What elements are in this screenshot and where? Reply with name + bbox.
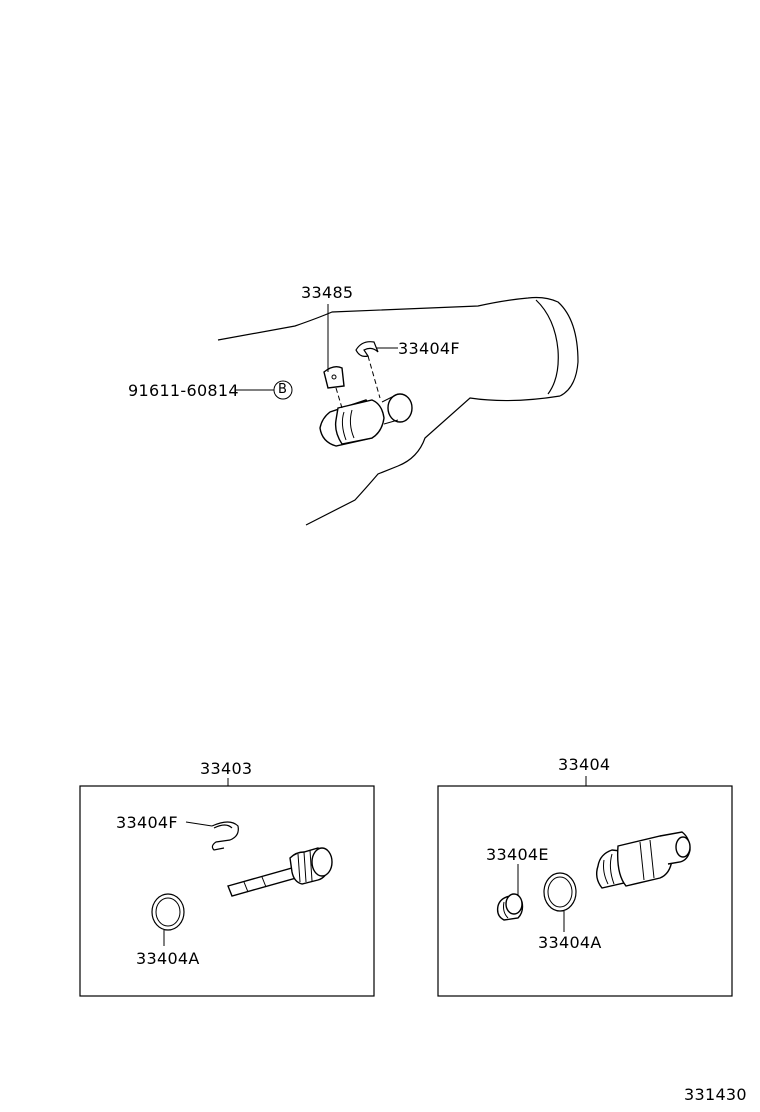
box-left-frame [79,785,375,997]
sleeve [496,893,524,921]
label-sleeve: 33404E [486,845,549,864]
box-left-title: 33403 [200,759,253,778]
speed-sensor-right [595,831,691,889]
label-bolt: 91611-60814 [128,381,239,400]
sensor-bracket [323,365,345,389]
clip-top [355,341,379,357]
label-clip-top: 33404F [398,339,460,358]
label-bolt-marker: B [278,382,288,397]
label-sensor-bracket: 33485 [301,283,354,302]
clip-left [211,821,239,851]
box-right-frame [437,785,733,997]
driven-gear-shaft [227,847,333,897]
label-o-ring-right: 33404A [538,933,602,952]
bolt-marker-circle [273,380,293,400]
o-ring-left [151,893,185,931]
label-clip-left: 33404F [116,813,178,832]
figure-number: 331430 [684,1085,747,1104]
label-o-ring-left: 33404A [136,949,200,968]
o-ring-right [543,872,577,912]
box-right-title: 33404 [558,755,611,774]
speed-sensor-top [319,393,413,447]
